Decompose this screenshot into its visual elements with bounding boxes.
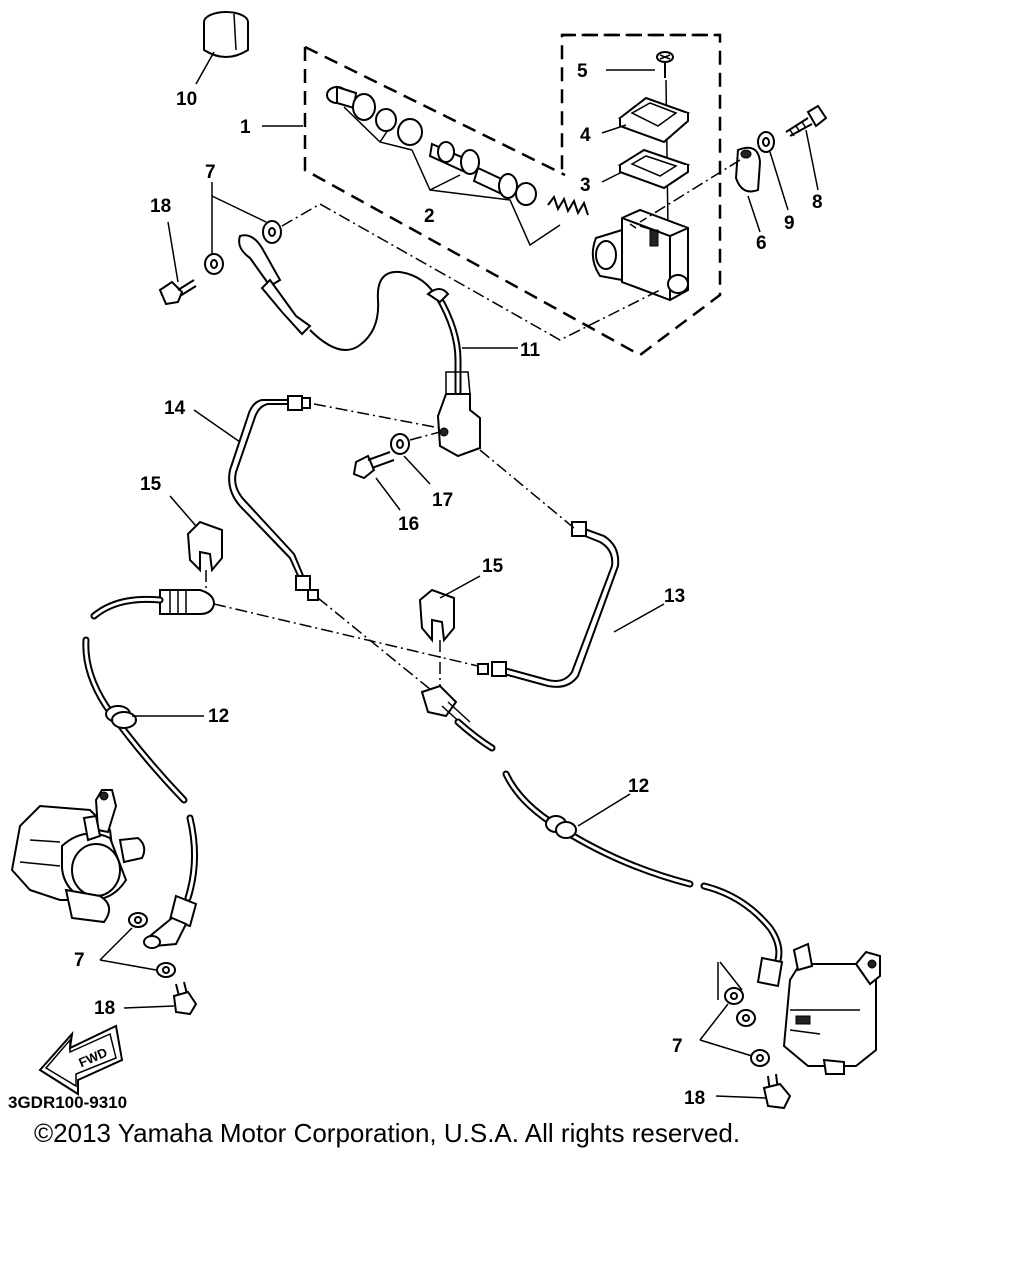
part-10-sleeve bbox=[203, 11, 249, 58]
leader-5-down bbox=[665, 79, 669, 231]
leader-6 bbox=[747, 195, 761, 233]
callout-7-top: 7 bbox=[205, 162, 216, 183]
part-8-bolt bbox=[785, 104, 828, 137]
leader-13 bbox=[613, 603, 665, 633]
part-14-pipe bbox=[228, 395, 319, 601]
part-7-washers-top bbox=[204, 220, 282, 275]
callout-15-right: 15 bbox=[482, 556, 504, 577]
chain-left-hose bbox=[213, 603, 479, 667]
callout-4: 4 bbox=[580, 125, 591, 146]
callout-7-left: 7 bbox=[74, 950, 85, 971]
callout-9: 9 bbox=[784, 213, 795, 234]
callout-12-right: 12 bbox=[628, 776, 649, 797]
leader-3 bbox=[601, 171, 623, 183]
callout-7-right: 7 bbox=[672, 1036, 683, 1057]
leader-17 bbox=[403, 455, 431, 485]
callout-14: 14 bbox=[164, 398, 186, 419]
callout-13: 13 bbox=[664, 586, 685, 607]
callout-1: 1 bbox=[240, 117, 251, 138]
callout-6: 6 bbox=[756, 233, 767, 254]
part-13-pipe bbox=[477, 521, 620, 688]
part-6-holder bbox=[734, 146, 762, 193]
leader-16 bbox=[375, 477, 401, 511]
part-15-clip-right bbox=[418, 588, 455, 643]
leader-7-left bbox=[99, 927, 157, 971]
callout-10: 10 bbox=[176, 89, 197, 110]
part-9-washer bbox=[757, 131, 775, 153]
callout-5: 5 bbox=[577, 61, 588, 82]
leader-4 bbox=[601, 124, 627, 134]
part-11-hose bbox=[238, 234, 462, 396]
chain-7-top bbox=[281, 203, 661, 341]
chain-6 bbox=[639, 159, 741, 223]
leader-8 bbox=[805, 129, 819, 191]
leader-12-right bbox=[577, 793, 631, 827]
callout-2: 2 bbox=[424, 206, 435, 227]
part-7-washer-left bbox=[156, 962, 176, 978]
part-12-hose-right bbox=[420, 684, 784, 988]
leader-15-right bbox=[439, 575, 481, 599]
master-cylinder-body bbox=[591, 208, 689, 302]
part-18-bolt-left bbox=[172, 981, 198, 1016]
callout-17: 17 bbox=[432, 490, 453, 511]
callout-11: 11 bbox=[520, 340, 541, 361]
part-18-bolt-top bbox=[158, 279, 197, 306]
copyright-notice: ©2013 Yamaha Motor Corporation, U.S.A. A… bbox=[34, 1118, 741, 1148]
chain-14-top bbox=[313, 403, 441, 429]
chain-16-17 bbox=[409, 431, 441, 441]
part-1-piston-kit bbox=[326, 85, 589, 216]
part-5-screw bbox=[656, 51, 674, 78]
chain-14-hose bbox=[317, 597, 437, 695]
part-17-washer bbox=[390, 433, 410, 455]
leader-15-left bbox=[169, 495, 197, 527]
callout-8: 8 bbox=[812, 192, 823, 213]
part-16-bolt bbox=[352, 451, 395, 480]
callout-12-left: 12 bbox=[208, 706, 229, 727]
callout-18-left: 18 bbox=[94, 998, 115, 1019]
part-12-hose-left bbox=[82, 589, 216, 949]
leader-10 bbox=[195, 51, 215, 85]
leader-7-top bbox=[211, 182, 267, 255]
callout-3: 3 bbox=[580, 175, 591, 196]
leader-7-right bbox=[699, 1003, 753, 1057]
part-4-cap bbox=[617, 96, 690, 144]
right-caliper bbox=[782, 942, 881, 1075]
callout-16: 16 bbox=[398, 514, 419, 535]
fwd-arrow-icon bbox=[38, 1024, 124, 1096]
part-15-clip-left bbox=[186, 520, 223, 573]
leader-2 bbox=[343, 106, 561, 247]
callout-15-left: 15 bbox=[140, 474, 162, 495]
leader-18-left bbox=[123, 1005, 175, 1009]
chain-13-top bbox=[479, 449, 575, 529]
callout-18-top: 18 bbox=[150, 196, 171, 217]
leader-18-right bbox=[715, 1095, 767, 1099]
part-3-diaphragm bbox=[617, 148, 691, 190]
leader-18-top bbox=[167, 221, 179, 283]
callout-18-right: 18 bbox=[684, 1088, 705, 1109]
bracket-7-right bbox=[717, 961, 743, 1000]
part-18-bolt-right bbox=[762, 1073, 792, 1110]
leader-14 bbox=[193, 409, 241, 443]
leader-9 bbox=[769, 151, 789, 211]
diagram-code: 3GDR100-9310 bbox=[8, 1093, 127, 1112]
left-caliper bbox=[10, 789, 148, 928]
part-7-washers-right bbox=[724, 987, 770, 1067]
